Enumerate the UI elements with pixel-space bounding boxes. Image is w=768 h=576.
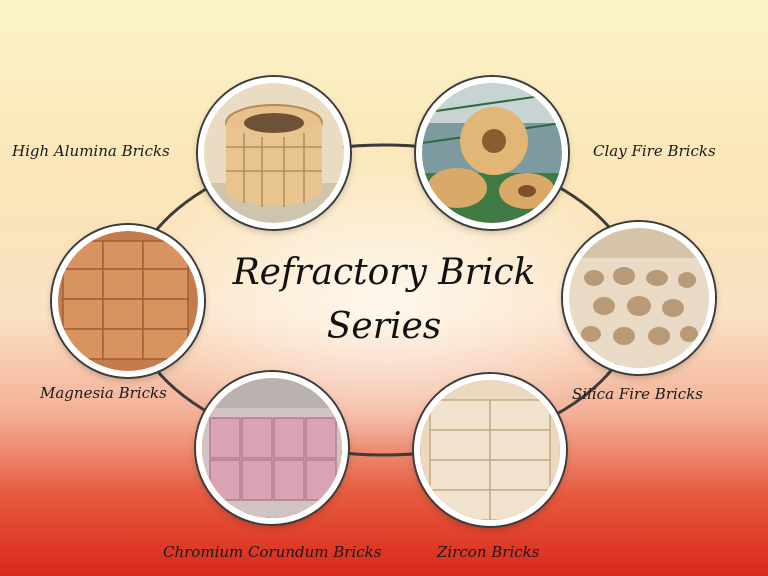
diagram-title-line-2: Series [326,306,442,347]
node-silica-fire-bricks[interactable] [563,222,715,374]
label-zircon-bricks: Zircon Bricks [437,543,540,561]
node-magnesia-bricks[interactable] [52,225,204,377]
magnesia-bricks-photo [58,231,198,371]
zircon-bricks-photo [420,380,560,520]
node-high-alumina-bricks[interactable] [198,77,350,229]
label-magnesia-bricks: Magnesia Bricks [40,384,167,402]
node-clay-fire-bricks[interactable] [416,77,568,229]
silica-fire-bricks-photo [569,228,709,368]
label-clay-fire-bricks: Clay Fire Bricks [593,142,716,160]
node-zircon-bricks[interactable] [414,374,566,526]
label-silica-fire-bricks: Silica Fire Bricks [572,385,703,403]
high-alumina-bricks-photo [204,83,344,223]
chromium-corundum-bricks-photo [202,378,342,518]
node-chromium-corundum-bricks[interactable] [196,372,348,524]
label-chromium-corundum-bricks: Chromium Corundum Bricks [163,543,382,561]
clay-fire-bricks-photo [422,83,562,223]
diagram-title-line-1: Refractory Brick [232,252,536,293]
label-high-alumina-bricks: High Alumina Bricks [12,142,170,160]
